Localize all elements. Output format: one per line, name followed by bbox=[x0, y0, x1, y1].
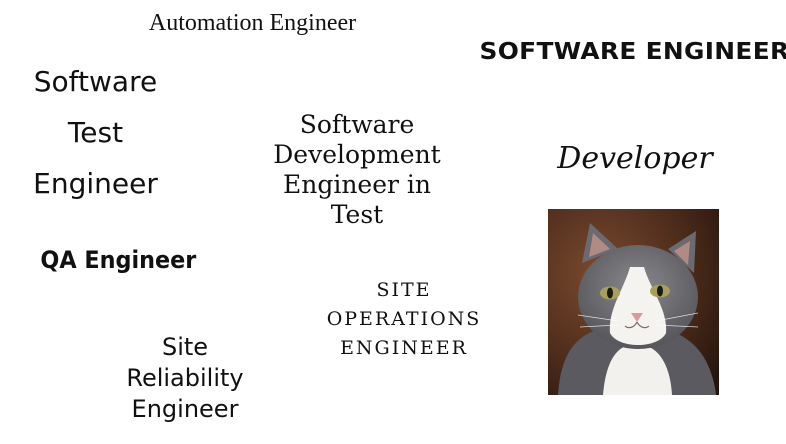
qa-engineer-label: QA Engineer bbox=[40, 246, 197, 274]
software-test-engineer-line-2: Test bbox=[67, 116, 124, 149]
cat-photo bbox=[548, 209, 719, 395]
site-operations-engineer-line-3: ENGINEER bbox=[340, 337, 468, 359]
automation-engineer-label: Automation Engineer bbox=[148, 10, 357, 36]
site-operations-engineer-line-2: OPERATIONS bbox=[326, 308, 482, 330]
software-test-engineer-label: Software Test Engineer bbox=[18, 56, 173, 209]
software-test-engineer-line-3: Engineer bbox=[33, 167, 158, 200]
site-reliability-engineer-line-3: Engineer bbox=[131, 395, 239, 423]
site-reliability-engineer-label: Site Reliability Engineer bbox=[100, 332, 270, 425]
sdet-line-3: Engineer in bbox=[282, 170, 432, 199]
sdet-line-1: Software bbox=[299, 110, 415, 139]
site-reliability-engineer-line-1: Site bbox=[161, 333, 209, 361]
software-test-engineer-line-1: Software bbox=[33, 65, 158, 98]
sdet-label: Software Development Engineer in Test bbox=[242, 110, 472, 230]
developer-label: Developer bbox=[557, 141, 713, 176]
site-operations-engineer-line-1: SITE bbox=[376, 279, 432, 301]
site-operations-engineer-label: SITE OPERATIONS ENGINEER bbox=[304, 276, 504, 363]
sdet-line-2: Development bbox=[273, 140, 441, 169]
sdet-line-4: Test bbox=[330, 200, 384, 229]
software-engineer-label: SOFTWARE ENGINEER bbox=[479, 39, 786, 65]
site-reliability-engineer-line-2: Reliability bbox=[126, 364, 244, 392]
